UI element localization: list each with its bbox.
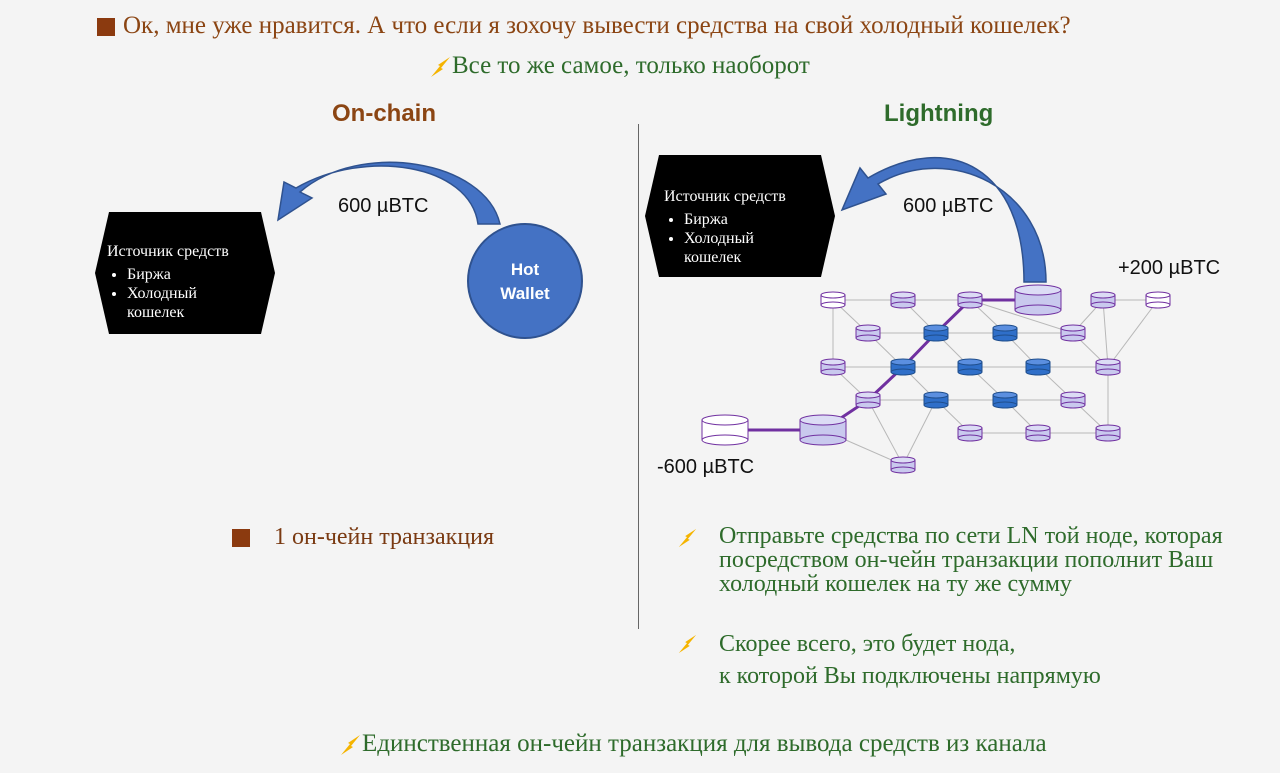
square-bullet-icon xyxy=(232,529,250,548)
square-bullet-icon xyxy=(97,18,115,37)
cylinder-node-icon xyxy=(820,291,846,309)
lightning-amount: 600 µBTC xyxy=(903,195,994,217)
cylinder-node-icon xyxy=(957,291,983,309)
footer-note-text: Единственная он-чейн транзакция для выво… xyxy=(362,730,1047,757)
cylinder-node-icon xyxy=(992,391,1018,409)
lightning-source-hexagon-shape xyxy=(645,155,835,277)
lightning-bolt-icon xyxy=(341,735,360,756)
header-answer: Все то же самое, только наоборот xyxy=(428,52,810,80)
hot-wallet-circle xyxy=(467,223,583,339)
cylinder-node-icon xyxy=(1145,291,1171,309)
cylinder-node-icon xyxy=(855,324,881,342)
cylinder-node-icon xyxy=(799,414,847,446)
lightning-bullet-2-line-2: к которой Вы подключены напрямую xyxy=(719,663,1101,689)
cylinder-node-icon xyxy=(1025,358,1051,376)
cylinder-node-icon xyxy=(890,291,916,309)
cylinder-node-icon xyxy=(1090,291,1116,309)
lightning-title: Lightning xyxy=(884,100,994,127)
cylinder-node-icon xyxy=(890,358,916,376)
cylinder-node-icon xyxy=(992,324,1018,342)
header-question: Ок, мне уже нравится. А что если я зохоч… xyxy=(97,12,1071,40)
lightning-plus-amount: +200 µBTC xyxy=(1118,257,1221,279)
lightning-minus-amount: -600 µBTC xyxy=(657,456,755,478)
onchain-amount: 600 µBTC xyxy=(338,195,429,217)
onchain-source-hexagon-shape xyxy=(95,212,275,334)
network-nodes xyxy=(701,284,1171,474)
answer-text: Все то же самое, только наоборот xyxy=(452,52,810,79)
hot-wallet-label-line: Hot xyxy=(510,260,540,279)
lightning-source-item: Биржа xyxy=(684,210,824,229)
lightning-bolt-icon xyxy=(678,634,697,654)
onchain-note-text: 1 он-чейн транзакция xyxy=(274,524,495,550)
cylinder-node-icon xyxy=(1095,358,1121,376)
cylinder-node-icon xyxy=(1095,424,1121,442)
section-divider xyxy=(638,124,639,629)
cylinder-node-icon xyxy=(890,456,916,474)
hot-wallet-label: Hot Wallet xyxy=(467,258,583,306)
onchain-title: On-chain xyxy=(332,100,437,127)
cylinder-node-icon xyxy=(820,358,846,376)
cylinder-node-icon xyxy=(957,358,983,376)
cylinder-node-icon xyxy=(1014,284,1062,316)
cylinder-node-icon xyxy=(957,424,983,442)
hot-wallet-label-line: Wallet xyxy=(500,284,550,303)
lightning-source-box: Источник средств Биржа Холодный кошелек xyxy=(664,187,824,267)
onchain-curved-arrow-icon xyxy=(276,161,501,225)
onchain-source-title: Источник средств xyxy=(107,243,229,260)
onchain-source-item: Холодный кошелек xyxy=(127,284,227,322)
lightning-curved-arrow-icon xyxy=(840,156,1047,283)
lightning-bolt-icon xyxy=(431,57,450,78)
cylinder-node-icon xyxy=(923,391,949,409)
onchain-note: 1 он-чейн транзакция xyxy=(232,525,494,549)
footer-note: Единственная он-чейн транзакция для выво… xyxy=(338,730,1047,758)
onchain-source-box: Источник средств Биржа Холодный кошелек xyxy=(107,242,267,322)
lightning-bolt-icon xyxy=(678,528,697,548)
cylinder-node-icon xyxy=(855,391,881,409)
cylinder-node-icon xyxy=(1060,391,1086,409)
onchain-source-item: Биржа xyxy=(127,265,267,284)
lightning-bullet-1: Отправьте средства по сети LN той ноде, … xyxy=(719,523,1223,597)
cylinder-node-icon xyxy=(923,324,949,342)
lightning-source-title: Источник средств xyxy=(664,188,786,205)
cylinder-node-icon xyxy=(701,414,749,446)
lightning-network-graph xyxy=(701,284,1171,474)
lightning-source-item: Холодный кошелек xyxy=(684,229,784,267)
cylinder-node-icon xyxy=(1025,424,1051,442)
question-text: Ок, мне уже нравится. А что если я зохоч… xyxy=(123,12,1071,39)
cylinder-node-icon xyxy=(1060,324,1086,342)
lightning-bullet-2-line-1: Скорее всего, это будет нода, xyxy=(719,631,1016,657)
